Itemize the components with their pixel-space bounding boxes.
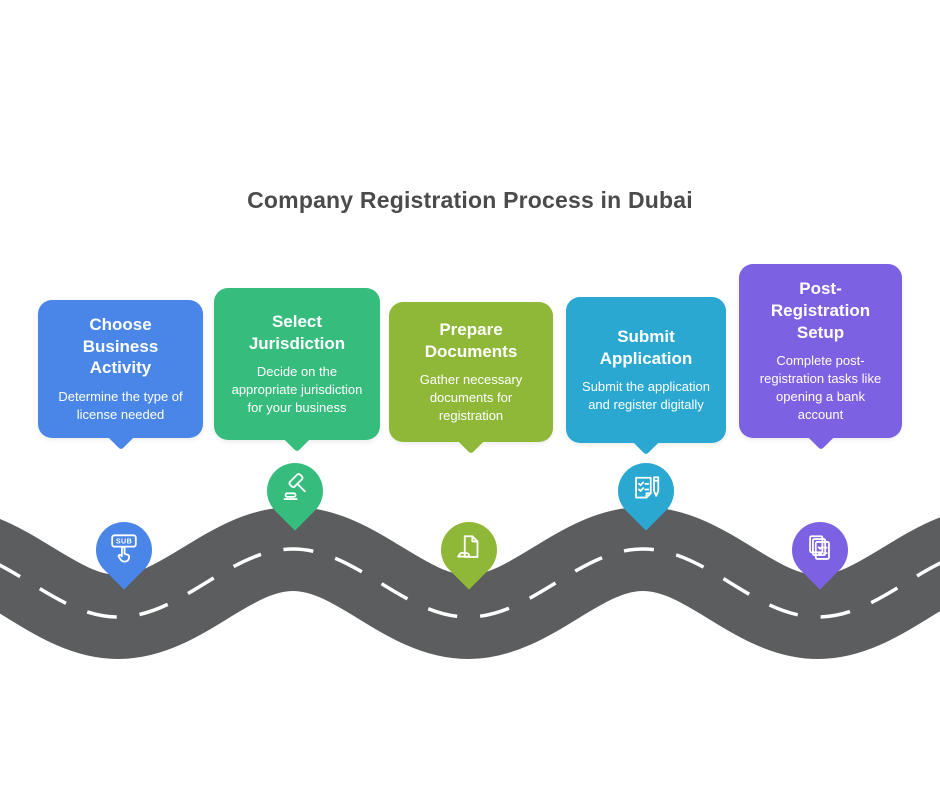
checklist-and-pen-icon [629,473,663,507]
step-card-select-jurisdiction: Select Jurisdiction Decide on the approp… [214,288,380,453]
map-pin-prepare-documents [429,510,509,590]
step-card-submit-application: Submit Application Submit the applicatio… [566,297,726,456]
step-card-title: Post-Registration Setup [770,279,871,342]
svg-text:SUB: SUB [116,538,132,546]
step-card-description: Decide on the appropriate jurisdiction f… [231,364,363,416]
page-title: Company Registration Process in Dubai [247,187,693,213]
step-card-post-registration-setup: Post-Registration Setup Complete post-re… [739,264,902,451]
gavel-icon [278,473,312,507]
step-card-title: Select Jurisdiction [248,311,346,353]
step-card-title: Submit Application [599,326,693,368]
step-card-title: Choose Business Activity [82,314,159,378]
map-pin-choose-business-activity: SUB [84,510,164,590]
step-card-description: Complete post-registration tasks like op… [759,353,882,423]
map-pin-submit-application [606,451,686,531]
map-pin-select-jurisdiction [255,451,335,531]
step-card-title: Prepare Documents [424,319,518,361]
stacked-documents-checklist-icon [803,532,837,566]
road-band [0,506,940,660]
step-card-description: Submit the application and register digi… [582,379,710,413]
step-card-choose-business-activity: Choose Business Activity Determine the t… [38,300,203,451]
step-card-prepare-documents: Prepare Documents Gather necessary docum… [389,302,553,455]
sub-button-click-icon: SUB [107,532,141,566]
document-in-hand-icon [452,532,486,566]
step-card-description: Determine the type of license needed [58,389,183,423]
step-card-description: Gather necessary documents for registrat… [419,372,523,424]
map-pin-post-registration-setup [780,510,860,590]
